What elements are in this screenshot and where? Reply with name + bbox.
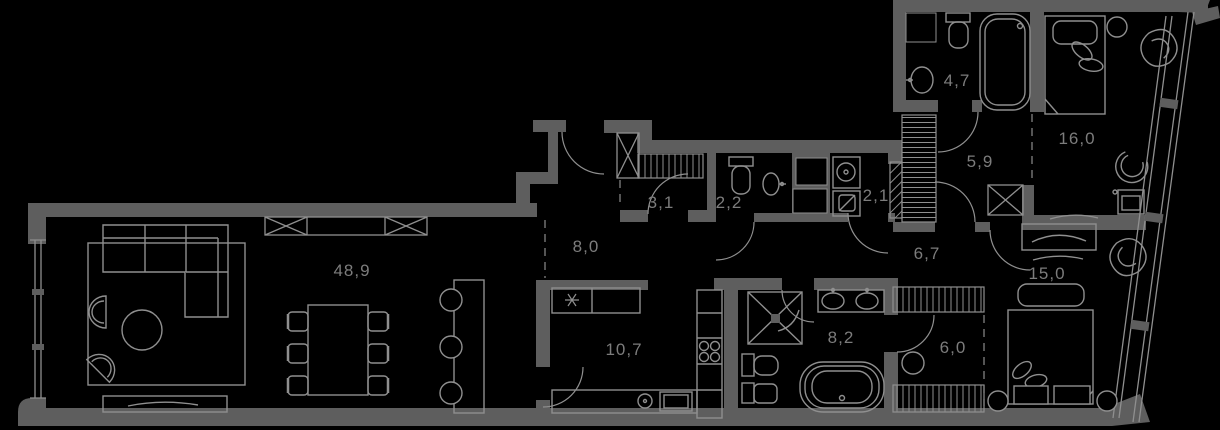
room-label-bedroom2: 15,0	[1028, 264, 1065, 283]
bath47-toilet	[945, 12, 971, 49]
shaft-x-box	[987, 184, 1024, 216]
bathroom-82-door-arc	[781, 289, 815, 323]
kitchen-counter-bottom	[551, 389, 698, 414]
wall-niches	[792, 12, 937, 214]
bedroom2-console	[1021, 223, 1097, 251]
walls	[18, 0, 1220, 426]
wc-sink	[762, 172, 786, 196]
closet-stool	[901, 351, 925, 375]
bedroom1-side-table	[1106, 16, 1128, 38]
room-label-corridor: 6,7	[914, 244, 941, 263]
washing-machine	[832, 156, 861, 189]
living-wardrobe	[264, 216, 428, 236]
hall-59-to-corridor-door-arc	[934, 181, 976, 223]
wardrobe-hatch-closet-60-bottom	[892, 384, 985, 413]
wc-toilet	[728, 156, 754, 195]
shower	[747, 291, 803, 345]
wardrobe-hatch-closet-31	[637, 153, 704, 179]
bedroom2-headboard	[1017, 283, 1085, 307]
living-room-rug	[87, 242, 246, 386]
kitchen-counter-right	[696, 289, 723, 419]
sofa	[102, 224, 229, 318]
room-label-closet31: 3,1	[648, 193, 675, 212]
room-label-closet60: 6,0	[940, 338, 967, 357]
closet-60-door-arc	[896, 314, 935, 353]
bar-stools	[439, 288, 463, 405]
bedroom1-horseshoe-chair	[1115, 151, 1149, 184]
double-sink-counter	[817, 287, 885, 313]
entry-cabinet-x	[616, 132, 640, 179]
room-label-hall: 8,0	[573, 237, 600, 256]
room-label-hall59: 5,9	[967, 152, 994, 171]
room-label-kitchen: 10,7	[605, 340, 642, 359]
dining-chairs	[286, 311, 390, 396]
door-arcs	[542, 111, 1031, 408]
room-label-living: 48,9	[333, 261, 370, 280]
bedroom2-stools	[987, 390, 1118, 412]
bath82-bathtub	[799, 361, 885, 413]
duct-shaft-hatch	[889, 161, 903, 219]
room-label-bedroom1: 16,0	[1058, 129, 1095, 148]
wardrobe-hatch-closet-60-top	[892, 286, 985, 313]
laundry-21-door-arc	[847, 212, 889, 254]
bedroom1-dresser	[1112, 189, 1145, 215]
room-label-wc: 2,2	[716, 193, 743, 212]
tv-console	[102, 395, 228, 413]
armchair-1	[88, 295, 107, 329]
dryer	[832, 190, 861, 217]
hatched-wardrobes	[637, 114, 985, 413]
bath-47-door-arc	[937, 111, 979, 153]
room-label-laundry: 2,1	[863, 186, 890, 205]
bath82-bidet	[741, 382, 778, 404]
bedroom2-armchair	[1109, 238, 1147, 277]
armchair-2	[85, 353, 116, 384]
bedroom2-rug-edge	[1032, 255, 1084, 261]
bath47-sink	[906, 66, 934, 94]
bath47-bathtub	[979, 13, 1031, 111]
bedroom2-benches	[1013, 385, 1091, 405]
dining-table	[307, 304, 369, 396]
bedroom1-armchair	[1140, 28, 1178, 67]
wardrobe-hatch-hall-59	[901, 114, 937, 223]
bedroom1-rug-edge	[1049, 214, 1099, 220]
bedroom1-bed	[1044, 15, 1106, 115]
bath82-toilet	[741, 353, 779, 377]
kitchen-door-arc	[542, 366, 584, 408]
zoning-dashed-lines	[544, 114, 1033, 406]
x-boxes	[264, 132, 1024, 236]
wc-22-door-arc	[715, 221, 755, 261]
kitchen-counter-top	[551, 287, 641, 314]
closet-31-door-arc	[647, 173, 689, 215]
room-labels: 48,9 8,0 3,1 2,2 2,1 6,7 4,7 5,9 16,0 15…	[333, 71, 1095, 359]
entry-door-arc	[561, 131, 605, 175]
left-window-wall	[30, 239, 46, 399]
furniture	[85, 12, 1178, 419]
room-label-bath47: 4,7	[944, 71, 971, 90]
room-label-bath82: 8,2	[828, 328, 855, 347]
right-diagonal-window-wall	[1112, 11, 1195, 423]
coffee-table	[121, 309, 163, 351]
bedroom-150-door-arc	[989, 229, 1031, 271]
